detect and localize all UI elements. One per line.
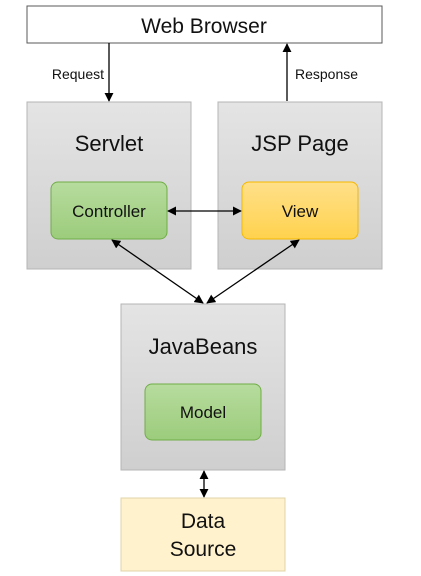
web-browser-node: Web Browser [26, 5, 383, 44]
data-source-label-line2: Source [170, 538, 237, 561]
controller-label: Controller [72, 202, 146, 221]
model-label: Model [180, 403, 226, 422]
request-label: Request [52, 66, 104, 82]
request-edge: Request [52, 43, 114, 102]
response-edge: Response [282, 43, 358, 101]
data-source-node: Data Source [120, 497, 286, 572]
view-label: View [282, 202, 319, 221]
data-source-label-line1: Data [181, 510, 226, 533]
jsp-page-label: JSP Page [251, 131, 348, 156]
javabeans-label: JavaBeans [149, 334, 258, 359]
javabeans-container: JavaBeans Model [120, 303, 286, 471]
controller-node: Controller [50, 181, 168, 240]
view-node: View [241, 181, 359, 240]
view-javabeans-arrow [206, 239, 300, 304]
response-label: Response [295, 66, 358, 82]
servlet-label: Servlet [75, 131, 143, 156]
jsp-page-container: JSP Page View [217, 101, 383, 270]
servlet-container: Servlet Controller [26, 101, 192, 270]
web-browser-label: Web Browser [141, 15, 267, 38]
controller-javabeans-arrow [111, 239, 204, 304]
model-node: Model [144, 383, 262, 441]
